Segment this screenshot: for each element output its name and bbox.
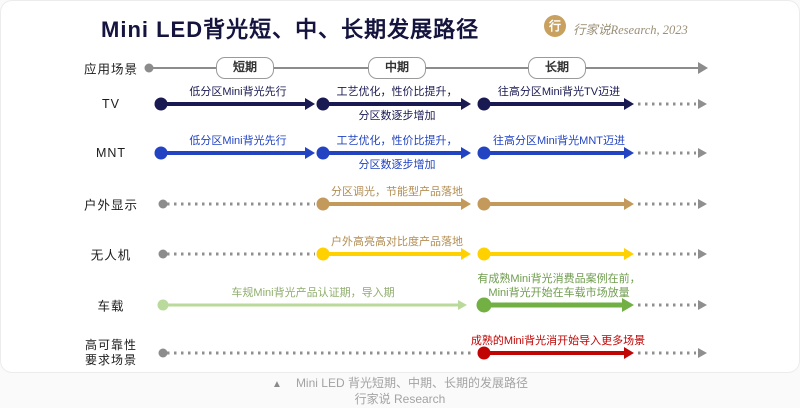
phase-short-term: 短期 [216,57,274,79]
dotted-line [638,151,696,155]
arrow-head-icon [698,62,708,74]
timeline-line [586,67,698,69]
arrow-head-icon [624,198,634,210]
arrow-head-icon [624,347,634,359]
segment-label: Mini背光开始在车载市场放量 [488,287,630,299]
milestone-dot [158,249,168,259]
dotted-line [638,351,696,355]
row-label-line2: 要求场景 [84,353,137,367]
arrow-line [484,151,624,155]
logo-brand-text: 行家说Research, 2023 [573,23,688,37]
arrow-line [484,302,622,308]
arrow-head-icon [698,300,707,310]
segment-label: 分区数逐步增加 [358,110,436,122]
row-label-mnt: MNT [95,146,127,160]
segment-label: 低分区Mini背光先行 [189,135,287,147]
segment-label: 工艺优化，性价比提升， [336,86,458,98]
segment-label: 往高分区Mini背光MNT迈进 [493,135,625,147]
arrow-head-icon [461,98,471,110]
arrow-head-icon [698,99,707,109]
arrow-head-icon [624,98,634,110]
timeline-line [426,67,528,69]
arrow-line [484,202,624,206]
timeline-line [274,67,368,69]
segment-label: 工艺优化，性价比提升， [336,135,458,147]
arrow-head-icon [698,148,707,158]
arrow-head-icon [461,198,471,210]
caption-text: Mini LED 背光短期、中期、长期的发展路径 [295,376,528,390]
dotted-line [167,252,315,256]
milestone-dot [158,199,168,209]
timeline-start-dot [144,63,154,73]
roadmap-card: Mini LED背光短、中、长期发展路径 行 行家说Research, 2023… [0,0,800,373]
page-title: Mini LED背光短、中、长期发展路径 [101,17,480,42]
timeline-label: 应用场景 [83,62,138,77]
arrow-head-icon [624,147,634,159]
arrow-head-icon [698,348,707,358]
row-label-line1: 高可靠性 [84,338,137,352]
arrow-line [323,151,461,155]
arrow-line [484,252,624,256]
segment-label: 成熟的Mini背光消开始导入更多场景 [470,335,646,347]
arrow-line [484,351,624,355]
arrow-head-icon [458,300,467,310]
arrow-head-icon [461,147,471,159]
arrow-line [161,102,305,106]
row-label-drone: 无人机 [90,248,132,263]
arrow-head-icon [698,249,707,259]
arrow-head-icon [305,147,315,159]
hangjiashuo-logo-icon: 行 [544,15,566,37]
arrow-head-icon [624,248,634,260]
milestone-dot [158,348,168,358]
segment-label: 分区数逐步增加 [358,159,436,171]
dotted-line [638,252,696,256]
caption-line2: 行家说 Research [354,392,446,406]
arrow-line [163,303,458,307]
arrow-head-icon [305,98,315,110]
dotted-line [167,202,315,206]
figure-caption: ▲ Mini LED 背光短期、中期、长期的发展路径 行家说 Research [0,376,800,407]
row-label-tv: TV [102,97,120,111]
arrow-head-icon [622,298,634,312]
phase-mid-term: 中期 [368,57,426,79]
segment-label: 有成熟Mini背光消费品案例在前， [477,273,641,285]
arrow-line [161,151,305,155]
arrow-head-icon [698,199,707,209]
segment-label: 低分区Mini背光先行 [189,86,287,98]
arrow-line [323,102,461,106]
arrow-head-icon [461,248,471,260]
segment-label: 车规Mini背光产品认证期，导入期 [231,287,395,299]
caption-line1: ▲ Mini LED 背光短期、中期、长期的发展路径 [0,376,800,392]
timeline-line [153,67,216,69]
dotted-line [167,351,475,355]
row-label-automotive: 车载 [97,299,125,314]
dotted-line [638,303,696,307]
segment-label: 分区调光，节能型产品落地 [331,186,463,198]
segment-label: 户外高亮高对比度产品落地 [331,236,463,248]
segment-label: 往高分区Mini背光TV迈进 [497,86,621,98]
arrow-line [484,102,624,106]
row-label-high-reliability: 高可靠性 要求场景 [73,338,149,368]
row-label-outdoor: 户外显示 [83,198,138,213]
triangle-marker-icon: ▲ [272,379,282,390]
phase-long-term: 长期 [528,57,586,79]
arrow-line [323,252,461,256]
arrow-line [323,202,461,206]
dotted-line [638,102,696,106]
dotted-line [638,202,696,206]
